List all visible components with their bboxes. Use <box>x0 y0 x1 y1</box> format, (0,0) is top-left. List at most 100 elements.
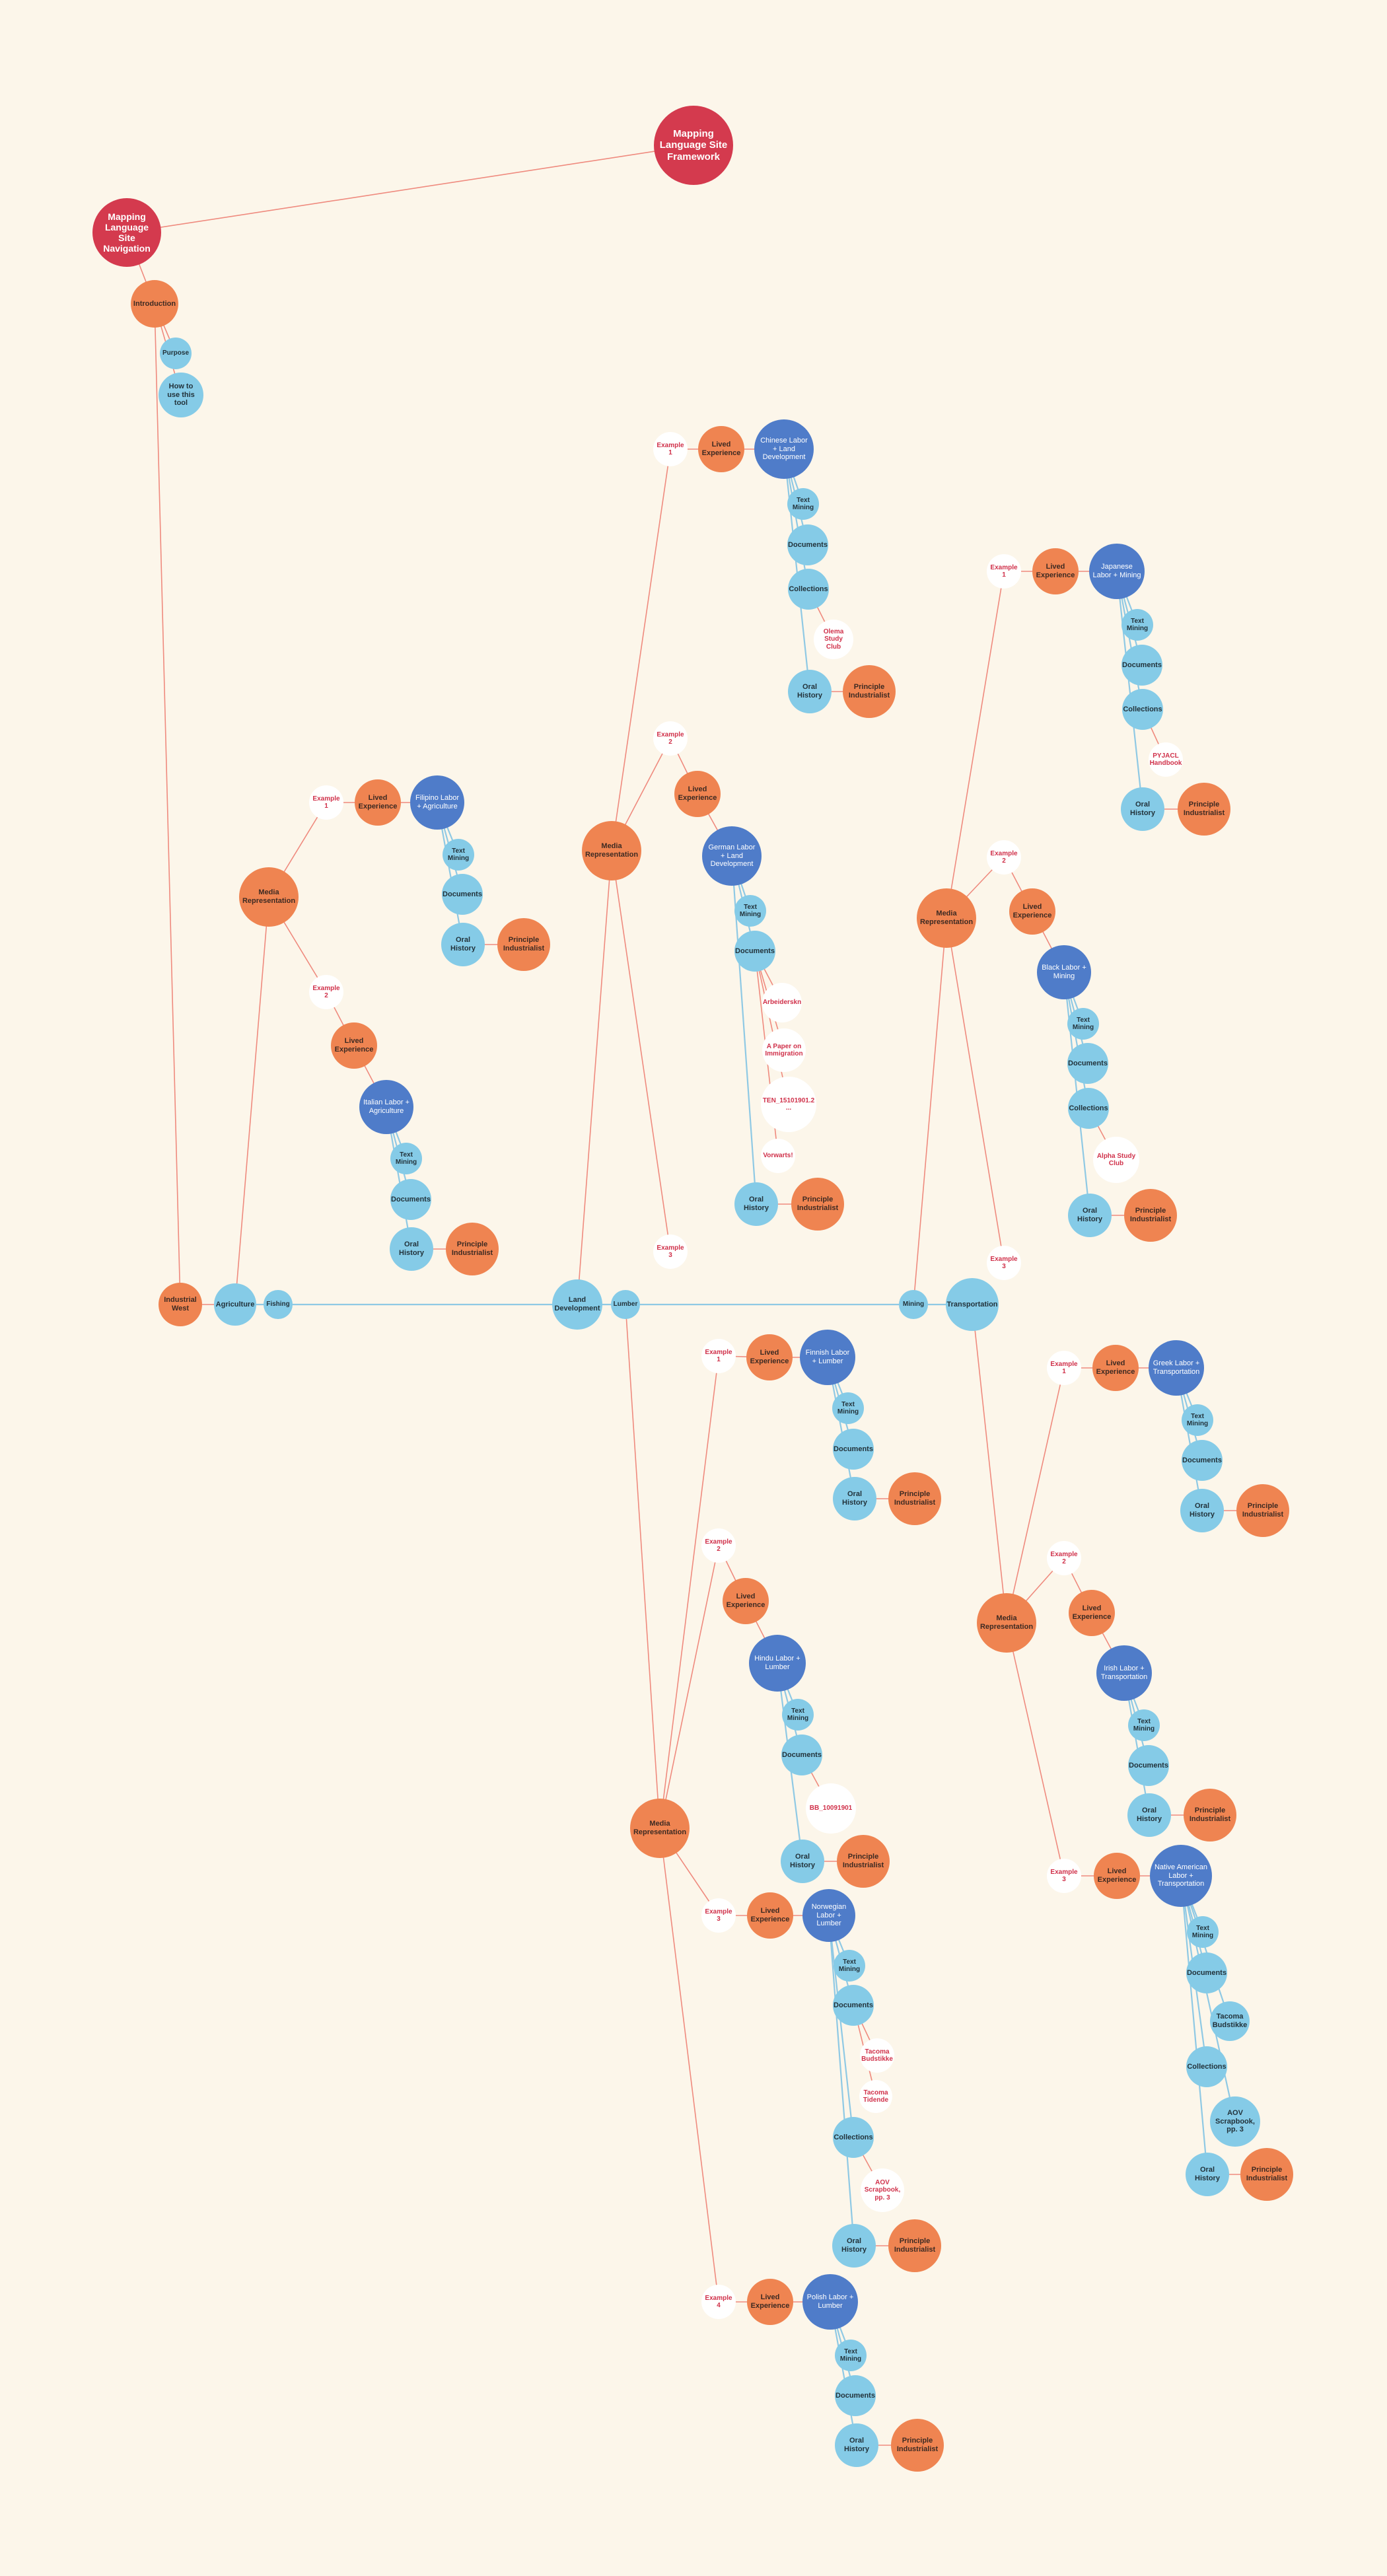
node-navigation[interactable]: Mapping Language Site Navigation <box>92 198 161 267</box>
node-gre-text[interactable]: Text Mining <box>1182 1404 1213 1436</box>
node-nor-docs[interactable]: Documents <box>833 1985 874 2026</box>
node-ld-media[interactable]: Media Representation <box>582 821 641 880</box>
node-nat-coll[interactable]: Collections <box>1186 2046 1227 2087</box>
node-ita-text[interactable]: Text Mining <box>390 1143 422 1174</box>
node-chi-docs[interactable]: Documents <box>787 524 828 565</box>
node-ger-ten[interactable]: TEN_15101901.2 ... <box>761 1077 816 1132</box>
node-bla-docs[interactable]: Documents <box>1067 1043 1108 1084</box>
node-pol-oral[interactable]: Oral History <box>835 2423 878 2467</box>
node-pol-pi[interactable]: Principle Industrialist <box>891 2419 944 2472</box>
node-lu-lived2[interactable]: Lived Experience <box>723 1578 769 1624</box>
node-ld-lived2[interactable]: Lived Experience <box>674 771 721 817</box>
node-hin-oral[interactable]: Oral History <box>781 1840 824 1883</box>
node-hin-pi[interactable]: Principle Industrialist <box>837 1835 890 1888</box>
node-pol-docs[interactable]: Documents <box>835 2375 876 2416</box>
node-framework[interactable]: Mapping Language Site Framework <box>654 106 733 185</box>
node-nor-tbud[interactable]: Tacoma Budstikke <box>860 2038 894 2073</box>
node-mi-ex3[interactable]: Example 3 <box>987 1246 1021 1280</box>
node-pol-text[interactable]: Text Mining <box>835 2340 867 2371</box>
node-hin-text[interactable]: Text Mining <box>782 1699 814 1731</box>
node-industrial-west[interactable]: Industrial West <box>159 1283 202 1326</box>
node-gre-pi[interactable]: Principle Industrialist <box>1236 1484 1289 1537</box>
node-lu-lived1[interactable]: Lived Experience <box>746 1334 793 1380</box>
node-polish[interactable]: Polish Labor + Lumber <box>802 2274 858 2330</box>
node-ita-oral[interactable]: Oral History <box>390 1227 433 1271</box>
node-chi-coll[interactable]: Collections <box>788 569 829 610</box>
node-nat-docs[interactable]: Documents <box>1186 1952 1227 1993</box>
node-lu-ex4[interactable]: Example 4 <box>701 2285 736 2319</box>
node-gre-docs[interactable]: Documents <box>1182 1440 1223 1481</box>
node-nat-text[interactable]: Text Mining <box>1187 1916 1219 1948</box>
node-purpose[interactable]: Purpose <box>160 338 192 369</box>
node-land-dev[interactable]: Land Development <box>552 1279 602 1330</box>
node-fishing[interactable]: Fishing <box>264 1290 293 1319</box>
node-nat-aov[interactable]: AOV Scrapbook, pp. 3 <box>1210 2096 1260 2147</box>
node-mining[interactable]: Mining <box>899 1290 928 1319</box>
node-nat-tbud[interactable]: Tacoma Budstikke <box>1210 2001 1250 2041</box>
node-ger-paper[interactable]: A Paper on Immigration <box>762 1028 806 1072</box>
node-lu-ex2[interactable]: Example 2 <box>701 1528 736 1563</box>
node-mi-ex1[interactable]: Example 1 <box>987 554 1021 589</box>
node-ger-text[interactable]: Text Mining <box>734 895 766 927</box>
node-chi-olema[interactable]: Olema Study Club <box>814 620 853 659</box>
node-hin-bb[interactable]: BB_10091901 <box>806 1783 856 1834</box>
node-tr-lived2[interactable]: Lived Experience <box>1069 1590 1115 1636</box>
node-gre-oral[interactable]: Oral History <box>1180 1489 1224 1532</box>
node-jap-pyjacl[interactable]: PYJACL Handbook <box>1149 742 1183 777</box>
node-lu-ex1[interactable]: Example 1 <box>701 1339 736 1373</box>
node-irish[interactable]: Irish Labor + Transportation <box>1096 1645 1152 1701</box>
node-ag-ex2[interactable]: Example 2 <box>309 975 343 1009</box>
node-mi-lived2[interactable]: Lived Experience <box>1009 888 1055 935</box>
node-nor-coll[interactable]: Collections <box>833 2117 874 2158</box>
node-nor-text[interactable]: Text Mining <box>834 1950 865 1982</box>
node-bla-coll[interactable]: Collections <box>1068 1088 1109 1129</box>
node-introduction[interactable]: Introduction <box>131 280 178 328</box>
node-tr-ex1[interactable]: Example 1 <box>1047 1351 1081 1385</box>
node-fin-docs[interactable]: Documents <box>833 1429 874 1470</box>
node-bla-oral[interactable]: Oral History <box>1068 1194 1112 1237</box>
node-iri-docs[interactable]: Documents <box>1128 1745 1169 1786</box>
node-ag-lived2[interactable]: Lived Experience <box>331 1022 377 1069</box>
node-iri-text[interactable]: Text Mining <box>1128 1709 1160 1741</box>
node-fil-oral[interactable]: Oral History <box>441 923 485 966</box>
node-jap-pi[interactable]: Principle Industrialist <box>1178 783 1230 836</box>
node-nor-ttid[interactable]: Tacoma Tidende <box>859 2080 892 2113</box>
node-ld-ex1[interactable]: Example 1 <box>653 432 688 466</box>
node-hindu[interactable]: Hindu Labor + Lumber <box>749 1635 806 1692</box>
node-ag-media[interactable]: Media Representation <box>239 867 299 927</box>
node-bla-alpha[interactable]: Alpha Study Club <box>1093 1137 1139 1183</box>
node-ita-pi[interactable]: Principle Industrialist <box>446 1223 499 1275</box>
node-greek[interactable]: Greek Labor + Transportation <box>1149 1340 1204 1396</box>
node-finnish[interactable]: Finnish Labor + Lumber <box>800 1330 855 1385</box>
node-agriculture[interactable]: Agriculture <box>214 1283 256 1326</box>
node-jap-docs[interactable]: Documents <box>1121 645 1162 686</box>
node-ag-lived1[interactable]: Lived Experience <box>355 779 401 826</box>
node-fin-oral[interactable]: Oral History <box>833 1477 876 1521</box>
node-tr-ex3[interactable]: Example 3 <box>1047 1859 1081 1893</box>
node-lu-media[interactable]: Media Representation <box>630 1799 690 1858</box>
node-ld-ex2[interactable]: Example 2 <box>653 721 688 756</box>
node-lumber[interactable]: Lumber <box>611 1290 640 1319</box>
node-ld-lived1[interactable]: Lived Experience <box>698 426 744 472</box>
node-ger-docs[interactable]: Documents <box>734 931 775 972</box>
node-lu-ex3[interactable]: Example 3 <box>701 1898 736 1933</box>
node-chi-oral[interactable]: Oral History <box>788 670 832 713</box>
node-japanese[interactable]: Japanese Labor + Mining <box>1089 544 1145 599</box>
node-bla-text[interactable]: Text Mining <box>1067 1008 1099 1040</box>
node-fil-pi[interactable]: Principle Industrialist <box>497 918 550 971</box>
node-tr-ex2[interactable]: Example 2 <box>1047 1541 1081 1575</box>
node-filipino[interactable]: Filipino Labor + Agriculture <box>410 775 464 830</box>
node-nor-aov[interactable]: AOV Scrapbook, pp. 3 <box>861 2168 904 2212</box>
node-iri-oral[interactable]: Oral History <box>1127 1793 1171 1837</box>
node-ita-docs[interactable]: Documents <box>390 1179 431 1220</box>
node-ger-oral[interactable]: Oral History <box>734 1182 778 1226</box>
node-ger-vor[interactable]: Vorwarts! <box>761 1139 795 1173</box>
node-german[interactable]: German Labor + Land Development <box>702 826 762 886</box>
node-ger-pi[interactable]: Principle Industrialist <box>791 1178 844 1231</box>
node-fin-text[interactable]: Text Mining <box>832 1392 864 1424</box>
node-hin-docs[interactable]: Documents <box>781 1735 822 1775</box>
node-jap-oral[interactable]: Oral History <box>1121 787 1164 831</box>
node-iri-pi[interactable]: Principle Industrialist <box>1184 1789 1236 1842</box>
node-black[interactable]: Black Labor + Mining <box>1037 945 1091 999</box>
node-tr-lived1[interactable]: Lived Experience <box>1092 1345 1139 1391</box>
